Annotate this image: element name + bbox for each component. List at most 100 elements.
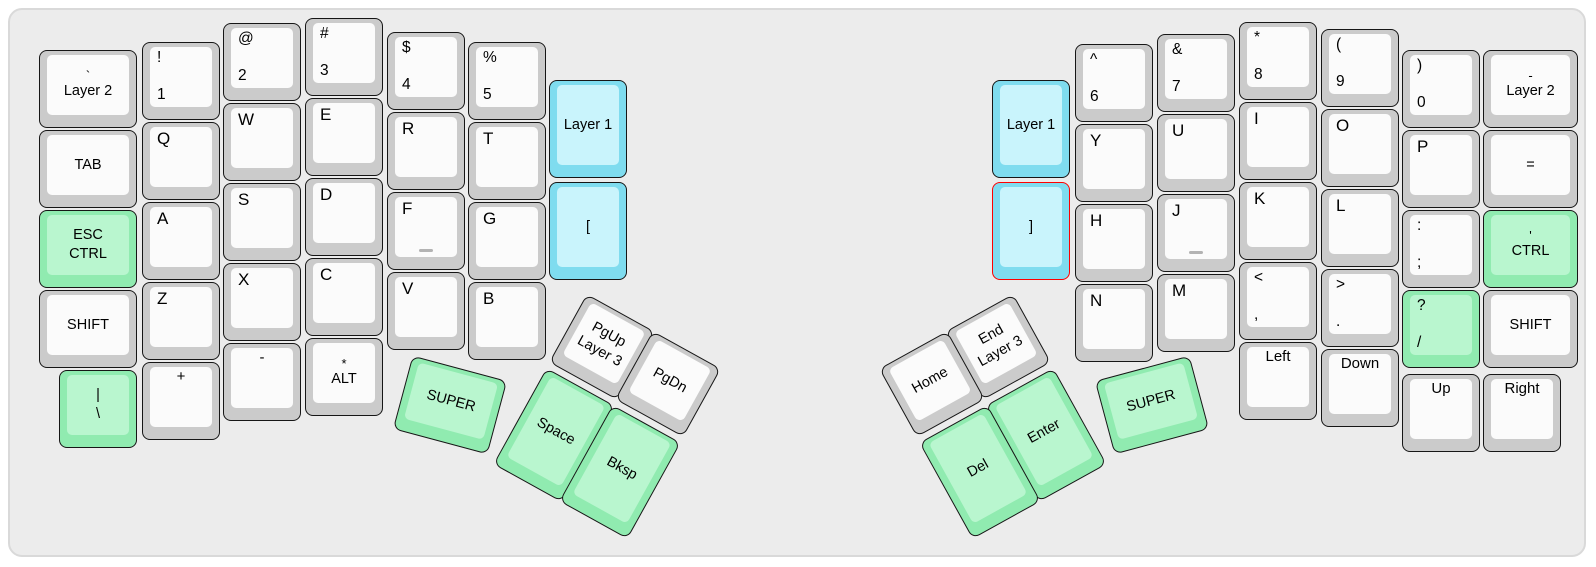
key-legend-line: ! [157,49,162,66]
key-minus[interactable]: - [223,343,301,421]
key-v[interactable]: V [387,272,465,350]
key-legend-line: Layer 1 [1006,116,1056,133]
key-g[interactable]: G [468,202,546,280]
key-quote-ctrl[interactable]: 'CTRL [1483,210,1578,288]
key-star-8[interactable]: *8 [1239,22,1317,100]
key-legend: M [1165,279,1227,339]
key-arrow-up[interactable]: Up [1402,374,1480,452]
keycap-face: O [1329,114,1391,174]
key-shift-right[interactable]: SHIFT [1483,290,1578,368]
key-arrow-down[interactable]: Down [1321,349,1399,427]
key-legend-line: , [1254,305,1259,323]
key-equals[interactable]: = [1483,130,1578,208]
key-u[interactable]: U [1157,114,1235,192]
key-s[interactable]: S [223,183,301,261]
key-b[interactable]: B [468,282,546,360]
key-shift-left[interactable]: SHIFT [39,290,137,368]
keycap-face: N [1083,289,1145,349]
key-right-bracket[interactable]: ] [992,182,1070,280]
keycap-face: L [1329,194,1391,254]
key-layer1-right[interactable]: Layer 1 [992,80,1070,178]
key-x[interactable]: X [223,263,301,341]
keycap-face: SUPER [403,362,499,440]
key-legend: )0 [1410,55,1472,115]
key-caret-6[interactable]: ^6 [1075,44,1153,122]
key-legend-line: B [483,289,495,308]
key-legend-line: 3 [320,61,329,79]
key-grave-layer2[interactable]: `Layer 2 [39,50,137,128]
key-o[interactable]: O [1321,109,1399,187]
key-legend-line: = [1526,156,1535,173]
key-arrow-right[interactable]: Right [1483,374,1561,452]
key-f[interactable]: F [387,192,465,270]
key-arrow-left[interactable]: Left [1239,342,1317,420]
key-y[interactable]: Y [1075,124,1153,202]
key-c[interactable]: C [305,258,383,336]
key-amp-7[interactable]: &7 [1157,34,1235,112]
key-layer1-left[interactable]: Layer 1 [549,80,627,178]
key-legend: B [476,287,538,347]
key-hash-3[interactable]: #3 [305,18,383,96]
key-t[interactable]: T [468,122,546,200]
key-w[interactable]: W [223,103,301,181]
key-legend-line: \ [95,406,101,422]
key-i[interactable]: I [1239,102,1317,180]
key-a[interactable]: A [142,202,220,280]
key-at-2[interactable]: @2 [223,23,301,101]
key-tab[interactable]: TAB [39,130,137,208]
key-legend: S [231,188,293,248]
key-m[interactable]: M [1157,274,1235,352]
key-legend-line: SHIFT [67,316,109,333]
key-plus[interactable]: + [142,362,220,440]
key-left-bracket[interactable]: [ [549,182,627,280]
key-legend: |\ [67,375,129,435]
key-n[interactable]: N [1075,284,1153,362]
key-legend-line: * [1254,29,1261,46]
keycap-face: @2 [231,28,293,88]
key-legend-line: [ [585,218,591,235]
key-paren-0[interactable]: )0 [1402,50,1480,128]
key-legend-line: O [1336,116,1350,135]
key-legend-line: Left [1265,348,1291,365]
key-super-right[interactable]: SUPER [1094,355,1210,455]
key-legend-line: Up [1431,380,1451,397]
key-minus-layer2[interactable]: -Layer 2 [1483,50,1578,128]
key-less-comma[interactable]: <, [1239,262,1317,340]
key-legend: ?/ [1410,295,1472,355]
key-star-alt[interactable]: *ALT [305,338,383,416]
keycap-face: Z [150,287,212,347]
key-exclam-1[interactable]: !1 [142,42,220,120]
keycap-face: &7 [1165,39,1227,99]
keycap-face: -Layer 2 [1491,55,1570,115]
key-pipe-backslash[interactable]: |\ [59,370,137,448]
key-legend-line: 8 [1254,65,1263,83]
key-legend: %5 [476,47,538,107]
key-paren-9[interactable]: (9 [1321,29,1399,107]
key-question-slash[interactable]: ?/ [1402,290,1480,368]
key-legend: A [150,207,212,267]
key-r[interactable]: R [387,112,465,190]
key-legend-line: TAB [74,156,102,173]
key-legend: *ALT [313,343,375,403]
key-h[interactable]: H [1075,204,1153,282]
key-greater-period[interactable]: >. [1321,269,1399,347]
key-d[interactable]: D [305,178,383,256]
keycap-face: Y [1083,129,1145,189]
key-j[interactable]: J [1157,194,1235,272]
key-super-left[interactable]: SUPER [392,355,508,455]
key-colon-semicolon[interactable]: :; [1402,210,1480,288]
key-p[interactable]: P [1402,130,1480,208]
key-legend: [ [557,187,619,267]
key-legend: (9 [1329,34,1391,94]
key-l[interactable]: L [1321,189,1399,267]
keycap-face: <, [1247,267,1309,327]
key-dollar-4[interactable]: $4 [387,32,465,110]
key-q[interactable]: Q [142,122,220,200]
key-e[interactable]: E [305,98,383,176]
key-legend-line: L [1336,196,1346,215]
key-legend: I [1247,107,1309,167]
key-z[interactable]: Z [142,282,220,360]
key-k[interactable]: K [1239,182,1317,260]
key-percent-5[interactable]: %5 [468,42,546,120]
